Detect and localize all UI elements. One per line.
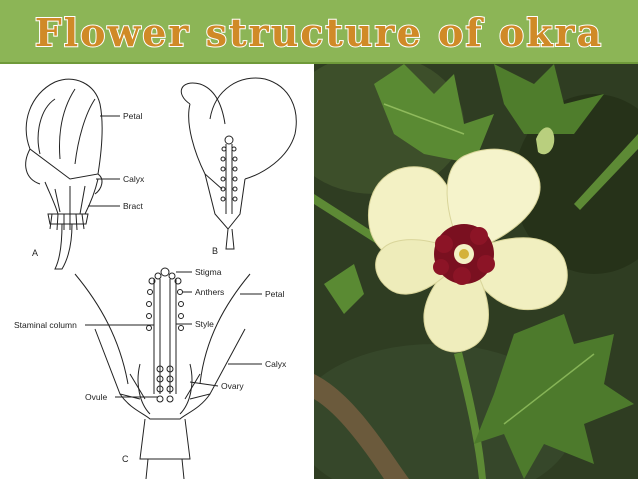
panel-a-leaders xyxy=(88,115,120,207)
flower-diagram: Petal Calyx Bract A B xyxy=(0,64,314,480)
leaf xyxy=(494,64,604,134)
label-style: Style xyxy=(195,319,214,329)
label-calyx-c: Calyx xyxy=(265,359,287,369)
panel-a-drawing xyxy=(25,78,103,270)
panel-letter-b: B xyxy=(212,246,218,256)
panel-letter-a: A xyxy=(32,248,38,258)
label-petal-a: Petal xyxy=(123,111,142,121)
panel-b-drawing xyxy=(180,77,297,250)
leaf xyxy=(474,314,634,479)
okra-flower-photo xyxy=(314,64,638,479)
title-graphic: Flower structure of okra xyxy=(34,9,603,56)
label-petal-c: Petal xyxy=(265,289,284,299)
diagram-canvas: Petal Calyx Bract A B xyxy=(14,77,297,480)
title-bar: Flower structure of okra xyxy=(0,0,638,64)
slide-title: Flower structure of okra xyxy=(35,10,603,55)
label-bract-a: Bract xyxy=(123,201,143,211)
panel-c-leaders xyxy=(85,271,262,398)
flower-bud xyxy=(536,127,555,155)
leaf xyxy=(324,264,364,314)
label-ovary: Ovary xyxy=(221,381,244,391)
label-anthers: Anthers xyxy=(195,287,224,297)
flower-center xyxy=(433,224,495,285)
label-ovule: Ovule xyxy=(85,392,107,402)
label-staminal-column: Staminal column xyxy=(14,320,77,330)
leaf xyxy=(374,64,494,164)
label-calyx-a: Calyx xyxy=(123,174,145,184)
label-stigma: Stigma xyxy=(195,267,222,277)
photo-canvas xyxy=(314,64,638,479)
panel-letter-c: C xyxy=(122,454,129,464)
panel-c-drawing xyxy=(74,267,251,480)
